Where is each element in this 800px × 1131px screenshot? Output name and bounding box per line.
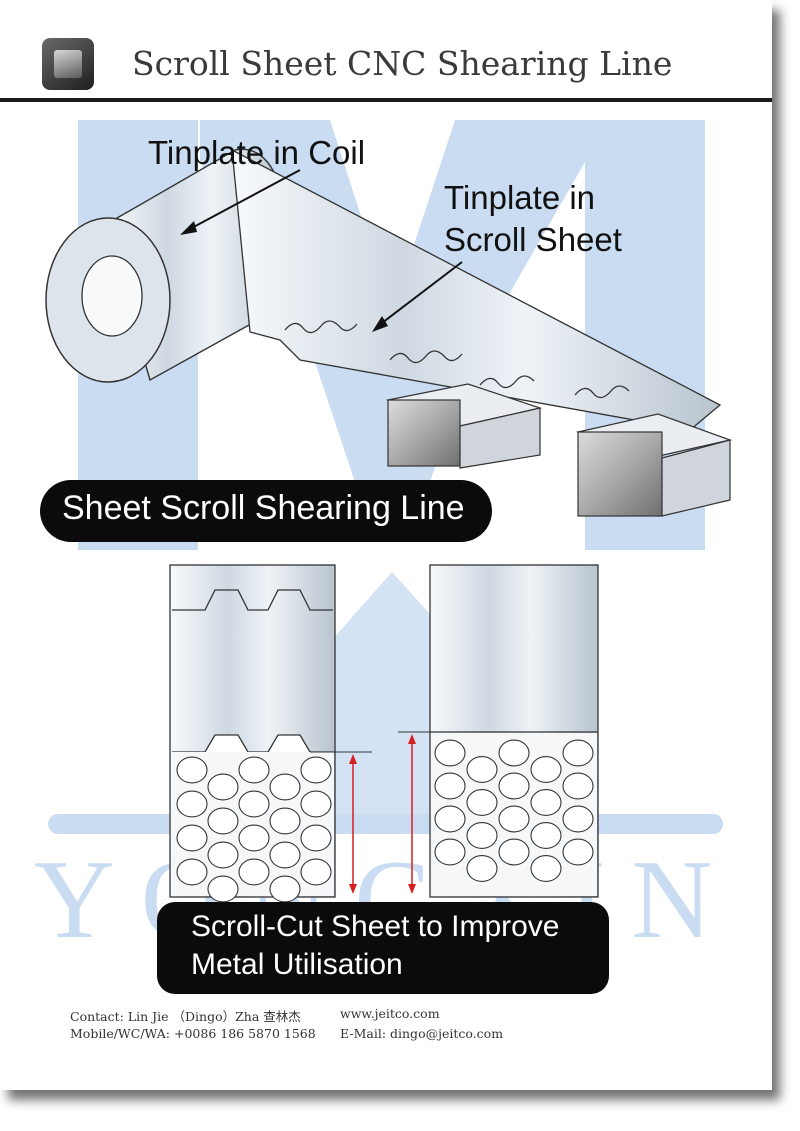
banner-shearing-line-text: Sheet Scroll Shearing Line	[62, 489, 465, 527]
circle-blank	[530, 789, 562, 816]
circle-blank	[466, 789, 498, 816]
right-circles	[434, 739, 594, 882]
illustration	[45, 148, 733, 903]
banner-shearing-line: Sheet Scroll Shearing Line	[40, 480, 492, 542]
page-title: Scroll Sheet CNC Shearing Line	[132, 44, 673, 83]
circle-blank	[562, 772, 594, 800]
strip-graphic	[231, 148, 722, 431]
circle-blank	[176, 824, 208, 852]
scroll-arrowhead	[372, 316, 388, 332]
circle-blank	[300, 824, 332, 852]
circle-blank	[207, 773, 239, 801]
stack-side	[661, 439, 731, 517]
circle-blank	[498, 838, 530, 866]
circle-blank	[562, 838, 594, 866]
circle-blank	[530, 756, 562, 783]
circle-blank	[207, 841, 239, 869]
circle-blank	[562, 805, 594, 833]
sheet-stack	[575, 413, 733, 517]
circle-blank	[498, 772, 530, 800]
circle-blank	[466, 855, 498, 882]
sheet-stack	[385, 383, 543, 469]
circle-blank	[466, 822, 498, 849]
label-tinplate-coil: Tinplate in Coil	[148, 134, 366, 171]
scroll-cut-line	[389, 350, 463, 364]
circle-blank	[238, 756, 270, 784]
circle-blank	[498, 805, 530, 833]
dimension-arrowhead	[349, 754, 357, 764]
banner-line-1: Scroll-Cut Sheet to Improve	[191, 910, 560, 943]
circle-blank	[466, 756, 498, 783]
scroll-cut-line	[574, 385, 630, 399]
scroll-cut-line	[479, 375, 535, 389]
circle-blank	[530, 855, 562, 882]
circle-blank	[300, 756, 332, 784]
circle-blank	[300, 858, 332, 886]
document-page: YONGXIN Scroll Sheet CNC Shearing Line	[0, 38, 772, 1041]
circle-blank	[434, 739, 466, 767]
circle-blank	[238, 790, 270, 818]
scroll-edge-top	[172, 589, 333, 611]
circle-blank	[207, 875, 239, 903]
header-divider	[0, 98, 772, 102]
stack-front	[387, 399, 461, 467]
banner-metal-utilisation: Scroll-Cut Sheet to Improve Metal Utilis…	[157, 902, 609, 994]
circle-blank	[562, 739, 594, 767]
circle-blank	[498, 739, 530, 767]
left-circles	[176, 756, 332, 903]
scroll-cut-line	[284, 320, 358, 334]
dimension-arrowhead	[408, 734, 416, 744]
contact-name: Contact: Lin Jie （Dingo）Zha 查林杰	[70, 1009, 301, 1024]
circle-blank	[176, 858, 208, 886]
circle-blank	[269, 773, 301, 801]
label-tinplate-scroll-2: Scroll Sheet	[444, 221, 622, 258]
coil-arrowhead	[180, 221, 197, 235]
scroll-arrow	[377, 261, 463, 327]
dimension-arrowhead	[349, 884, 357, 894]
circle-blank	[176, 790, 208, 818]
stack-side	[459, 407, 541, 469]
contact-email[interactable]: E-Mail: dingo@jeitco.com	[340, 1026, 504, 1041]
circle-blank	[269, 807, 301, 835]
circle-blank	[300, 790, 332, 818]
banner-line-2: Metal Utilisation	[191, 948, 403, 981]
label-tinplate-scroll-1: Tinplate in	[444, 179, 596, 216]
contact-phone: Mobile/WC/WA: +0086 186 5870 1568	[70, 1026, 316, 1041]
circle-blank	[207, 807, 239, 835]
circle-blank	[530, 822, 562, 849]
circle-blank	[434, 805, 466, 833]
stack-front	[577, 431, 663, 517]
coil-core	[81, 255, 143, 337]
circle-blank	[434, 838, 466, 866]
circle-blank	[269, 875, 301, 903]
box-logo-icon	[42, 38, 94, 90]
circle-blank	[176, 756, 208, 784]
dimension-arrowhead	[408, 884, 416, 894]
coil-arrow	[187, 169, 301, 231]
circle-blank	[238, 858, 270, 886]
circle-blank	[269, 841, 301, 869]
circle-blank	[238, 824, 270, 852]
contact-website[interactable]: www.jeitco.com	[340, 1006, 440, 1021]
circle-blank	[434, 772, 466, 800]
